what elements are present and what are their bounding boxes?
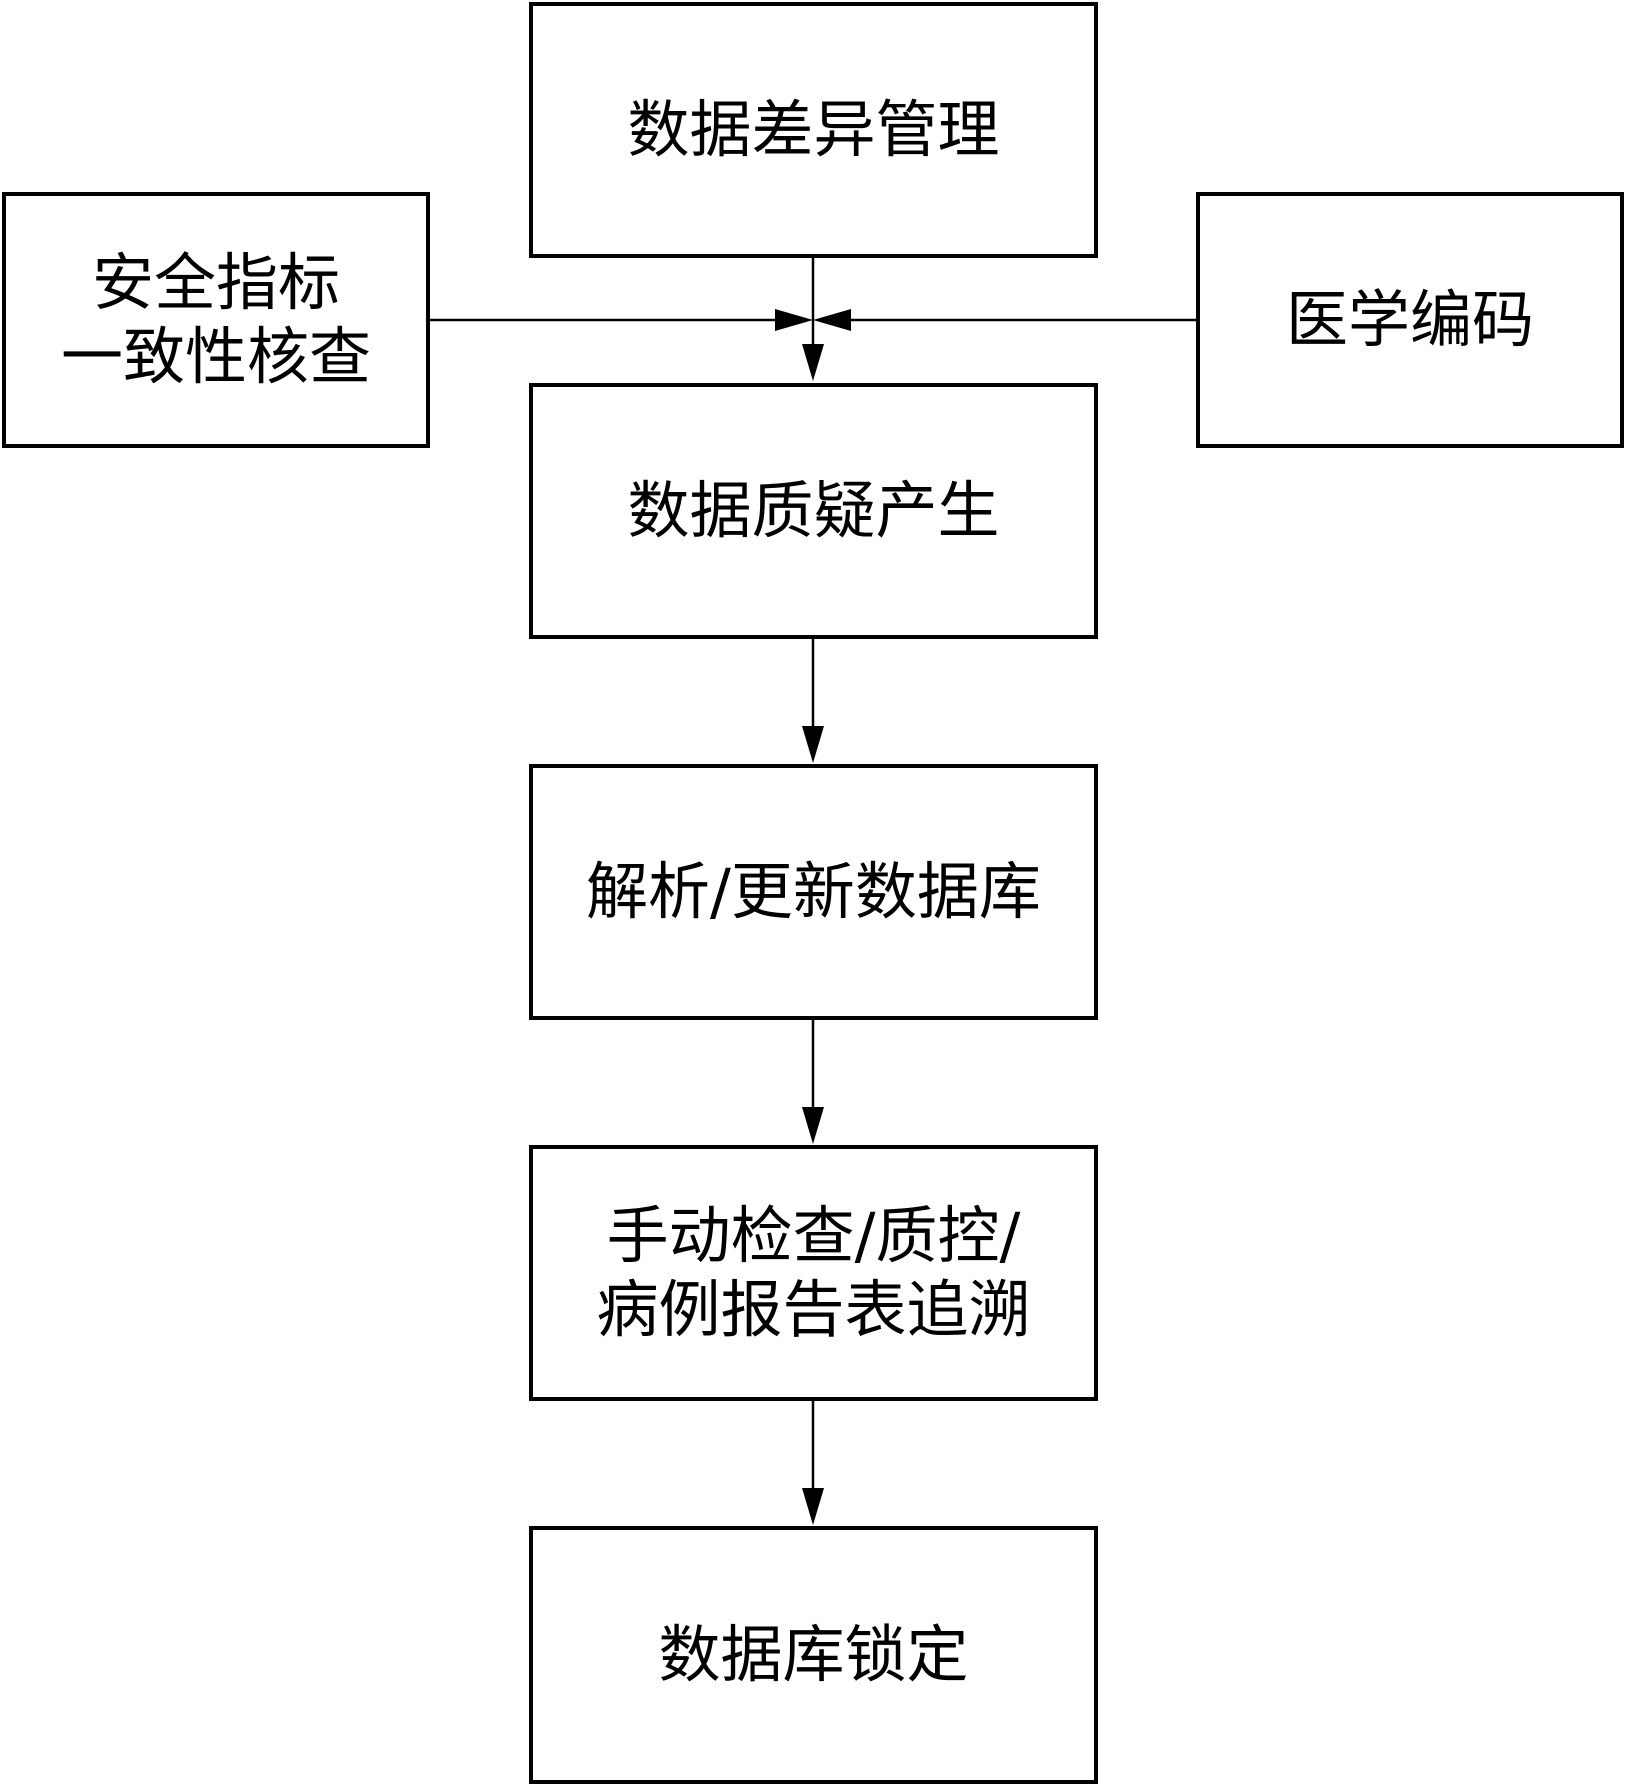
arrowhead-down-manual <box>802 1107 824 1144</box>
node-data-discrepancy-management: 数据差异管理 <box>529 2 1098 258</box>
arrowhead-right <box>775 309 813 331</box>
node-label-line1: 安全指标 <box>91 245 340 319</box>
node-label: 数据质疑产生 <box>627 473 1000 547</box>
node-label: 医学编码 <box>1285 282 1534 356</box>
node-label-line2: 病例报告表追溯 <box>596 1273 1031 1346</box>
node-data-query-generation: 数据质疑产生 <box>529 383 1098 639</box>
arrowhead-left <box>813 309 851 331</box>
node-medical-coding: 医学编码 <box>1196 192 1624 448</box>
node-label-line1: 手动检查/质控/ <box>606 1198 1021 1272</box>
arrowhead-down-resolve <box>802 726 824 763</box>
node-database-lock: 数据库锁定 <box>529 1526 1098 1784</box>
node-label-line2: 一致性核查 <box>60 320 371 393</box>
arrowhead-down-lock <box>802 1488 824 1525</box>
node-label: 数据差异管理 <box>627 92 1000 166</box>
node-resolve-update-database: 解析/更新数据库 <box>529 764 1098 1020</box>
arrowhead-down-query <box>802 344 824 381</box>
node-label: 解析/更新数据库 <box>586 854 1041 928</box>
node-label: 数据库锁定 <box>658 1617 969 1691</box>
node-safety-consistency-check: 安全指标 一致性核查 <box>2 192 430 448</box>
node-manual-check-qc-crf-trace: 手动检查/质控/ 病例报告表追溯 <box>529 1145 1098 1401</box>
